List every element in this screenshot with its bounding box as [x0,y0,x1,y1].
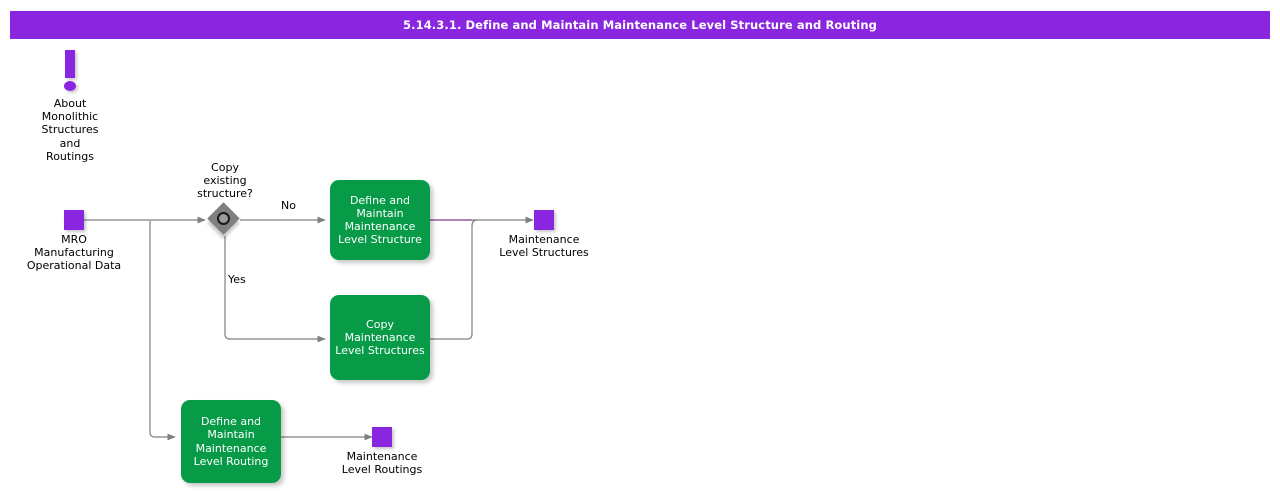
edge-copy-structures-out [430,219,478,340]
note-about-monolithic: About Monolithic Structures and Routings [20,48,120,163]
node-maintenance-level-structures[interactable]: Maintenance Level Structures [490,210,598,259]
activity-label: Copy Maintenance Level Structures [335,317,425,358]
activity-copy-maintenance-level-structures[interactable]: Copy Maintenance Level Structures [330,295,430,380]
decision-label: Copy existing structure? [197,161,253,201]
node-maintenance-level-routings[interactable]: Maintenance Level Routings [328,427,436,476]
decision-ring-icon [217,212,230,225]
note-label: About Monolithic Structures and Routings [41,97,99,163]
page-header: 5.14.3.1. Define and Maintain Maintenanc… [10,11,1270,39]
exclamation-icon [20,48,120,94]
exclamation-dot [64,81,76,91]
exclamation-stem [65,50,75,78]
activity-label: Define and Maintain Maintenance Level Ro… [193,415,269,468]
edge-label-yes: Yes [228,273,246,286]
node-label: MRO Manufacturing Operational Data [26,233,122,273]
edge-decision-yes [224,236,326,343]
node-mro-manufacturing-operational-data[interactable]: MRO Manufacturing Operational Data [20,210,128,273]
data-object-icon [64,210,84,230]
activity-label: Define and Maintain Maintenance Level St… [338,193,422,247]
edge-label-no: No [281,199,296,212]
node-label: Maintenance Level Structures [499,233,589,260]
edge-trunk-to-routing [149,221,176,441]
node-label: Maintenance Level Routings [341,450,423,477]
data-object-icon [372,427,392,447]
decision-copy-existing-structure[interactable] [207,202,241,236]
page-title: 5.14.3.1. Define and Maintain Maintenanc… [403,18,877,32]
data-object-icon [534,210,554,230]
activity-define-maintain-maintenance-level-structure[interactable]: Define and Maintain Maintenance Level St… [330,180,430,260]
activity-define-maintain-maintenance-level-routing[interactable]: Define and Maintain Maintenance Level Ro… [181,400,281,483]
